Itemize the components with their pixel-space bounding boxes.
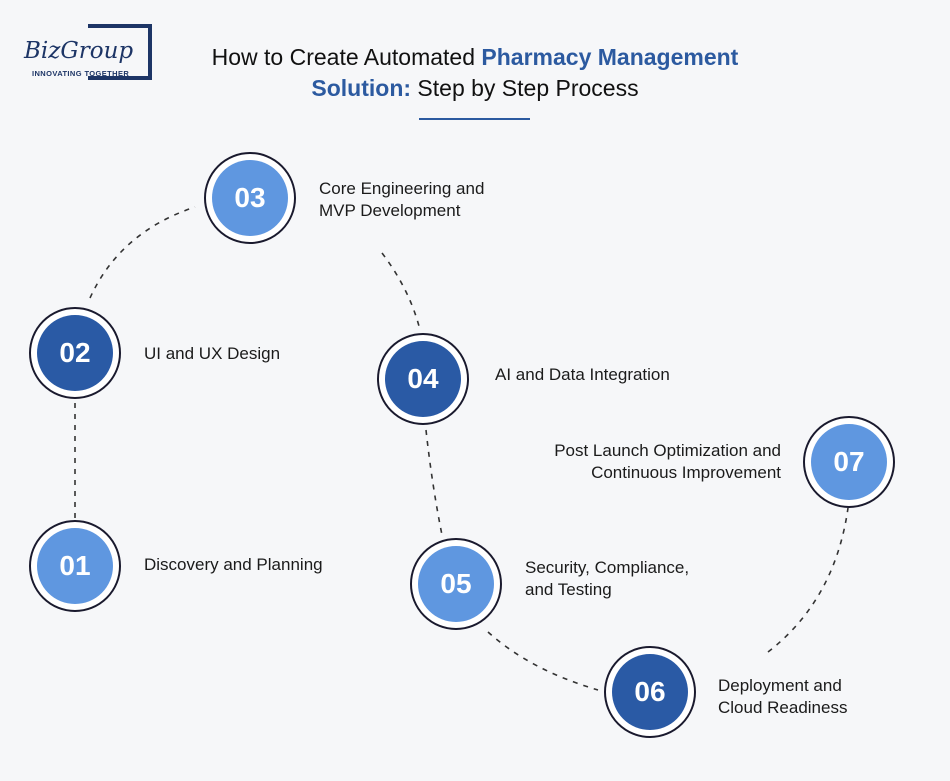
step-02-circle: 02: [29, 307, 121, 399]
step-06-label: Deployment and Cloud Readiness: [718, 676, 848, 717]
step-05-circle: 05: [410, 538, 502, 630]
step-06-number: 06: [612, 654, 688, 730]
step-07-circle: 07: [803, 416, 895, 508]
step-06-circle: 06: [604, 646, 696, 738]
title-part-1: How to Create Automated: [211, 44, 482, 70]
page-title: How to Create Automated Pharmacy Managem…: [160, 42, 790, 104]
step-01-circle: 01: [29, 520, 121, 612]
connector-05-06: [487, 631, 599, 691]
connector-03-04: [381, 252, 421, 331]
step-05-number: 05: [418, 546, 494, 622]
step-07-number: 07: [811, 424, 887, 500]
title-part-2: Step by Step Process: [411, 75, 639, 101]
title-underline: [419, 118, 530, 120]
logo-wordmark: BizGroup: [24, 38, 136, 64]
step-04-label: AI and Data Integration: [495, 365, 670, 384]
connector-06-07: [767, 507, 849, 653]
step-04-number: 04: [385, 341, 461, 417]
step-01-number: 01: [37, 528, 113, 604]
step-04-circle: 04: [377, 333, 469, 425]
step-03-number: 03: [212, 160, 288, 236]
connector-02-03: [89, 206, 196, 299]
step-02-label: UI and UX Design: [144, 344, 281, 363]
logo-tagline: INNOVATING TOGETHER: [32, 69, 130, 78]
logo-frame: [88, 24, 152, 80]
step-01-label: Discovery and Planning: [144, 555, 323, 574]
brand-logo: BizGroup INNOVATING TOGETHER: [24, 24, 154, 82]
step-03-circle: 03: [204, 152, 296, 244]
connector-04-05: [425, 429, 443, 536]
title-highlight-2: Solution:: [311, 75, 412, 101]
step-03-label: Core Engineering and MVP Development: [319, 179, 485, 220]
step-02-number: 02: [37, 315, 113, 391]
step-07-label: Post Launch Optimization and Continuous …: [554, 441, 781, 482]
title-highlight-1: Pharmacy Management: [481, 44, 739, 70]
step-05-label: Security, Compliance, and Testing: [525, 558, 690, 599]
